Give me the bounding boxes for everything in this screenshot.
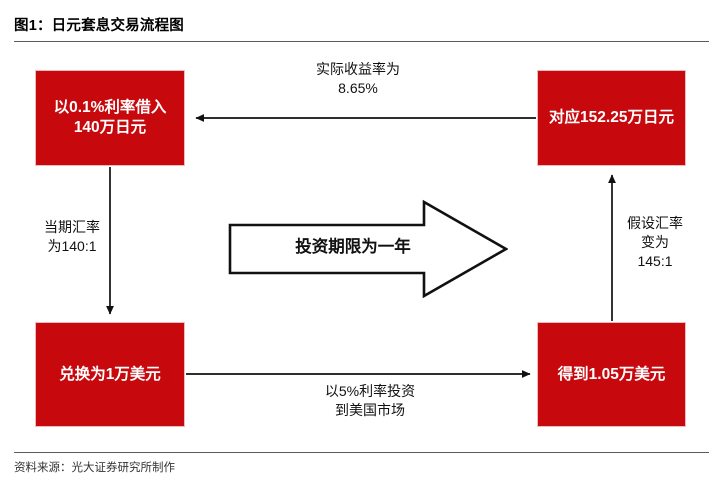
node-exchange-usd: 兑换为1万美元 [35,322,185,427]
banner-label: 投资期限为一年 [295,238,411,256]
header-divider [14,41,709,42]
edge-label-current-fx-rate: 当期汇率 为140:1 [44,219,100,254]
node-borrow-jpy: 以0.1%利率借入140万日元 [35,70,185,166]
footer-divider [14,452,709,453]
figure-source: 资料来源：光大证券研究所制作 [14,462,175,474]
node-jpy-repay: 对应152.25万日元 [537,70,686,166]
investment-period-banner [228,199,508,299]
edge-label-assumed-fx-rate: 假设汇率 变为 145:1 [627,215,683,269]
edge-label-return-rate: 实际收益率为 8.65% [316,61,400,96]
node-usd-gain: 得到1.05万美元 [537,322,686,427]
figure-title: 图1：日元套息交易流程图 [14,18,184,34]
edge-label-invest-us-market: 以5%利率投资 到美国市场 [324,383,416,418]
